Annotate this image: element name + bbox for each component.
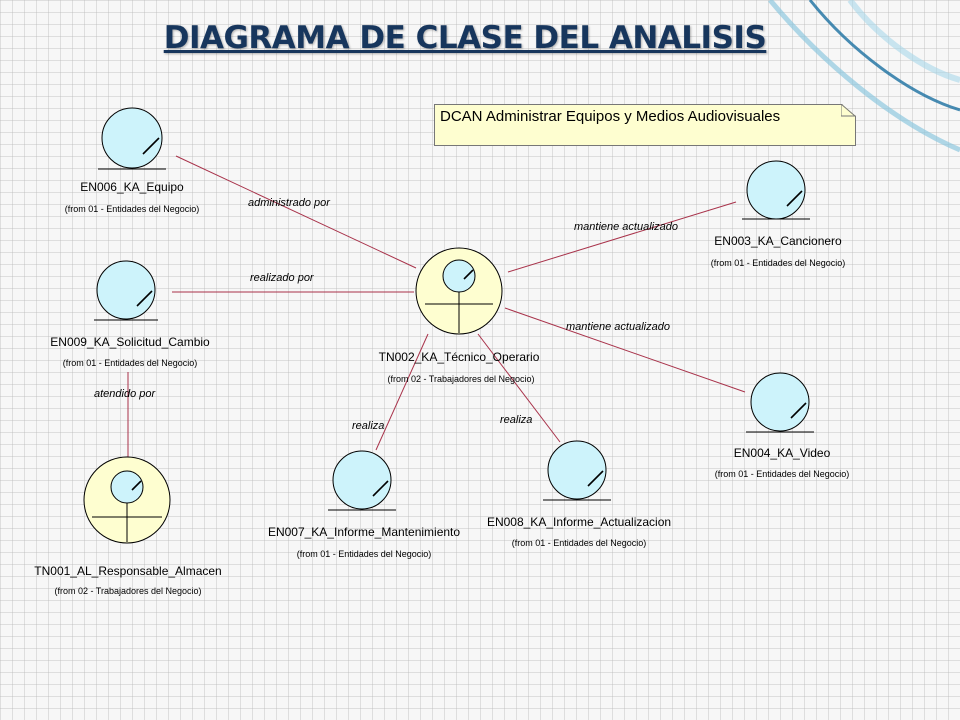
association-line-realiza-en008[interactable]	[477, 333, 561, 443]
diagram-title: DIAGRAMA DE CLASE DEL ANALISIS	[163, 20, 767, 56]
association-line-realiza-en007[interactable]	[375, 333, 429, 451]
class-from-en006: (from 01 - Entidades del Negocio)	[64, 204, 200, 214]
association-line-administrado[interactable]	[175, 155, 417, 269]
class-from-en008: (from 01 - Entidades del Negocio)	[511, 538, 647, 548]
relation-label-cancionero: mantiene actualizado	[574, 221, 678, 233]
class-from-tn002: (from 02 - Trabajadores del Negocio)	[387, 374, 535, 384]
class-name-en009: EN009_KA_Solicitud_Cambio	[50, 335, 210, 349]
class-name-en004: EN004_KA_Video	[733, 446, 831, 460]
class-from-en007: (from 01 - Entidades del Negocio)	[296, 549, 432, 559]
entity-icon-en009[interactable]	[94, 260, 158, 321]
relation-label-video: mantiene actualizado	[566, 321, 670, 333]
entity-icon-en006[interactable]	[98, 107, 166, 170]
class-name-en003: EN003_KA_Cancionero	[714, 234, 842, 248]
relation-label-administrado: administrado por	[248, 197, 330, 209]
diagram-note[interactable]: DCAN Administrar Equipos y Medios Audiov…	[434, 104, 856, 146]
class-name-tn002: TN002_KA_Técnico_Operario	[378, 350, 540, 364]
note-fold-corner	[841, 104, 856, 117]
relation-label-realiza-en008: realiza	[500, 414, 533, 426]
class-from-en003: (from 01 - Entidades del Negocio)	[710, 258, 846, 268]
entity-icon-en003[interactable]	[742, 160, 810, 220]
worker-icon-tn002[interactable]	[415, 247, 503, 335]
association-line-video[interactable]	[504, 307, 746, 393]
class-from-en004: (from 01 - Entidades del Negocio)	[714, 469, 850, 479]
corner-swoosh-decoration	[768, 0, 960, 153]
relation-label-realiza-en007: realiza	[352, 420, 385, 432]
entity-icon-en008[interactable]	[543, 440, 611, 501]
worker-icon-tn001[interactable]	[83, 456, 171, 544]
entity-icon-en007[interactable]	[328, 450, 396, 511]
class-name-en007: EN007_KA_Informe_Mantenimiento	[267, 525, 461, 539]
relation-label-atendido: atendido por	[94, 388, 156, 400]
class-name-tn001: TN001_AL_Responsable_Almacen	[34, 564, 222, 578]
relation-label-realizado: realizado por	[250, 272, 314, 284]
class-name-en006: EN006_KA_Equipo	[80, 180, 184, 194]
class-from-en009: (from 01 - Entidades del Negocio)	[62, 358, 198, 368]
class-name-en008: EN008_KA_Informe_Actualizacion	[486, 515, 672, 529]
association-line-cancionero[interactable]	[507, 201, 737, 273]
class-from-tn001: (from 02 - Trabajadores del Negocio)	[54, 586, 202, 596]
entity-icon-en004[interactable]	[746, 372, 814, 433]
